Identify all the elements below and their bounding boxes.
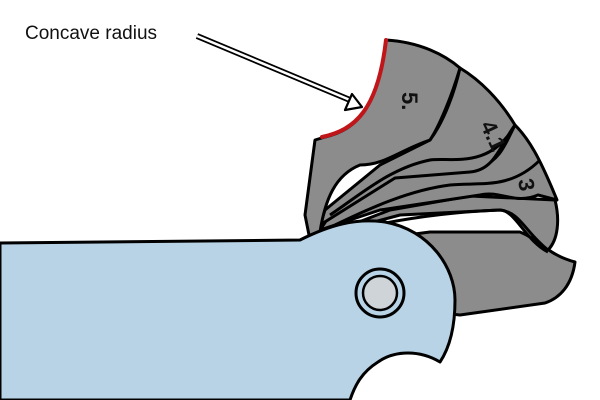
blade-separator — [334, 158, 542, 227]
pivot-screw — [361, 274, 399, 312]
callout-label: Concave radius — [25, 23, 157, 44]
blade-label-3: 3 — [513, 177, 540, 193]
gauge-handle — [0, 219, 457, 400]
callout-arrow — [195, 33, 364, 112]
blade-label-5: 5. — [397, 92, 422, 110]
concave-radius-highlight — [320, 38, 388, 139]
blade-separator — [329, 124, 517, 217]
